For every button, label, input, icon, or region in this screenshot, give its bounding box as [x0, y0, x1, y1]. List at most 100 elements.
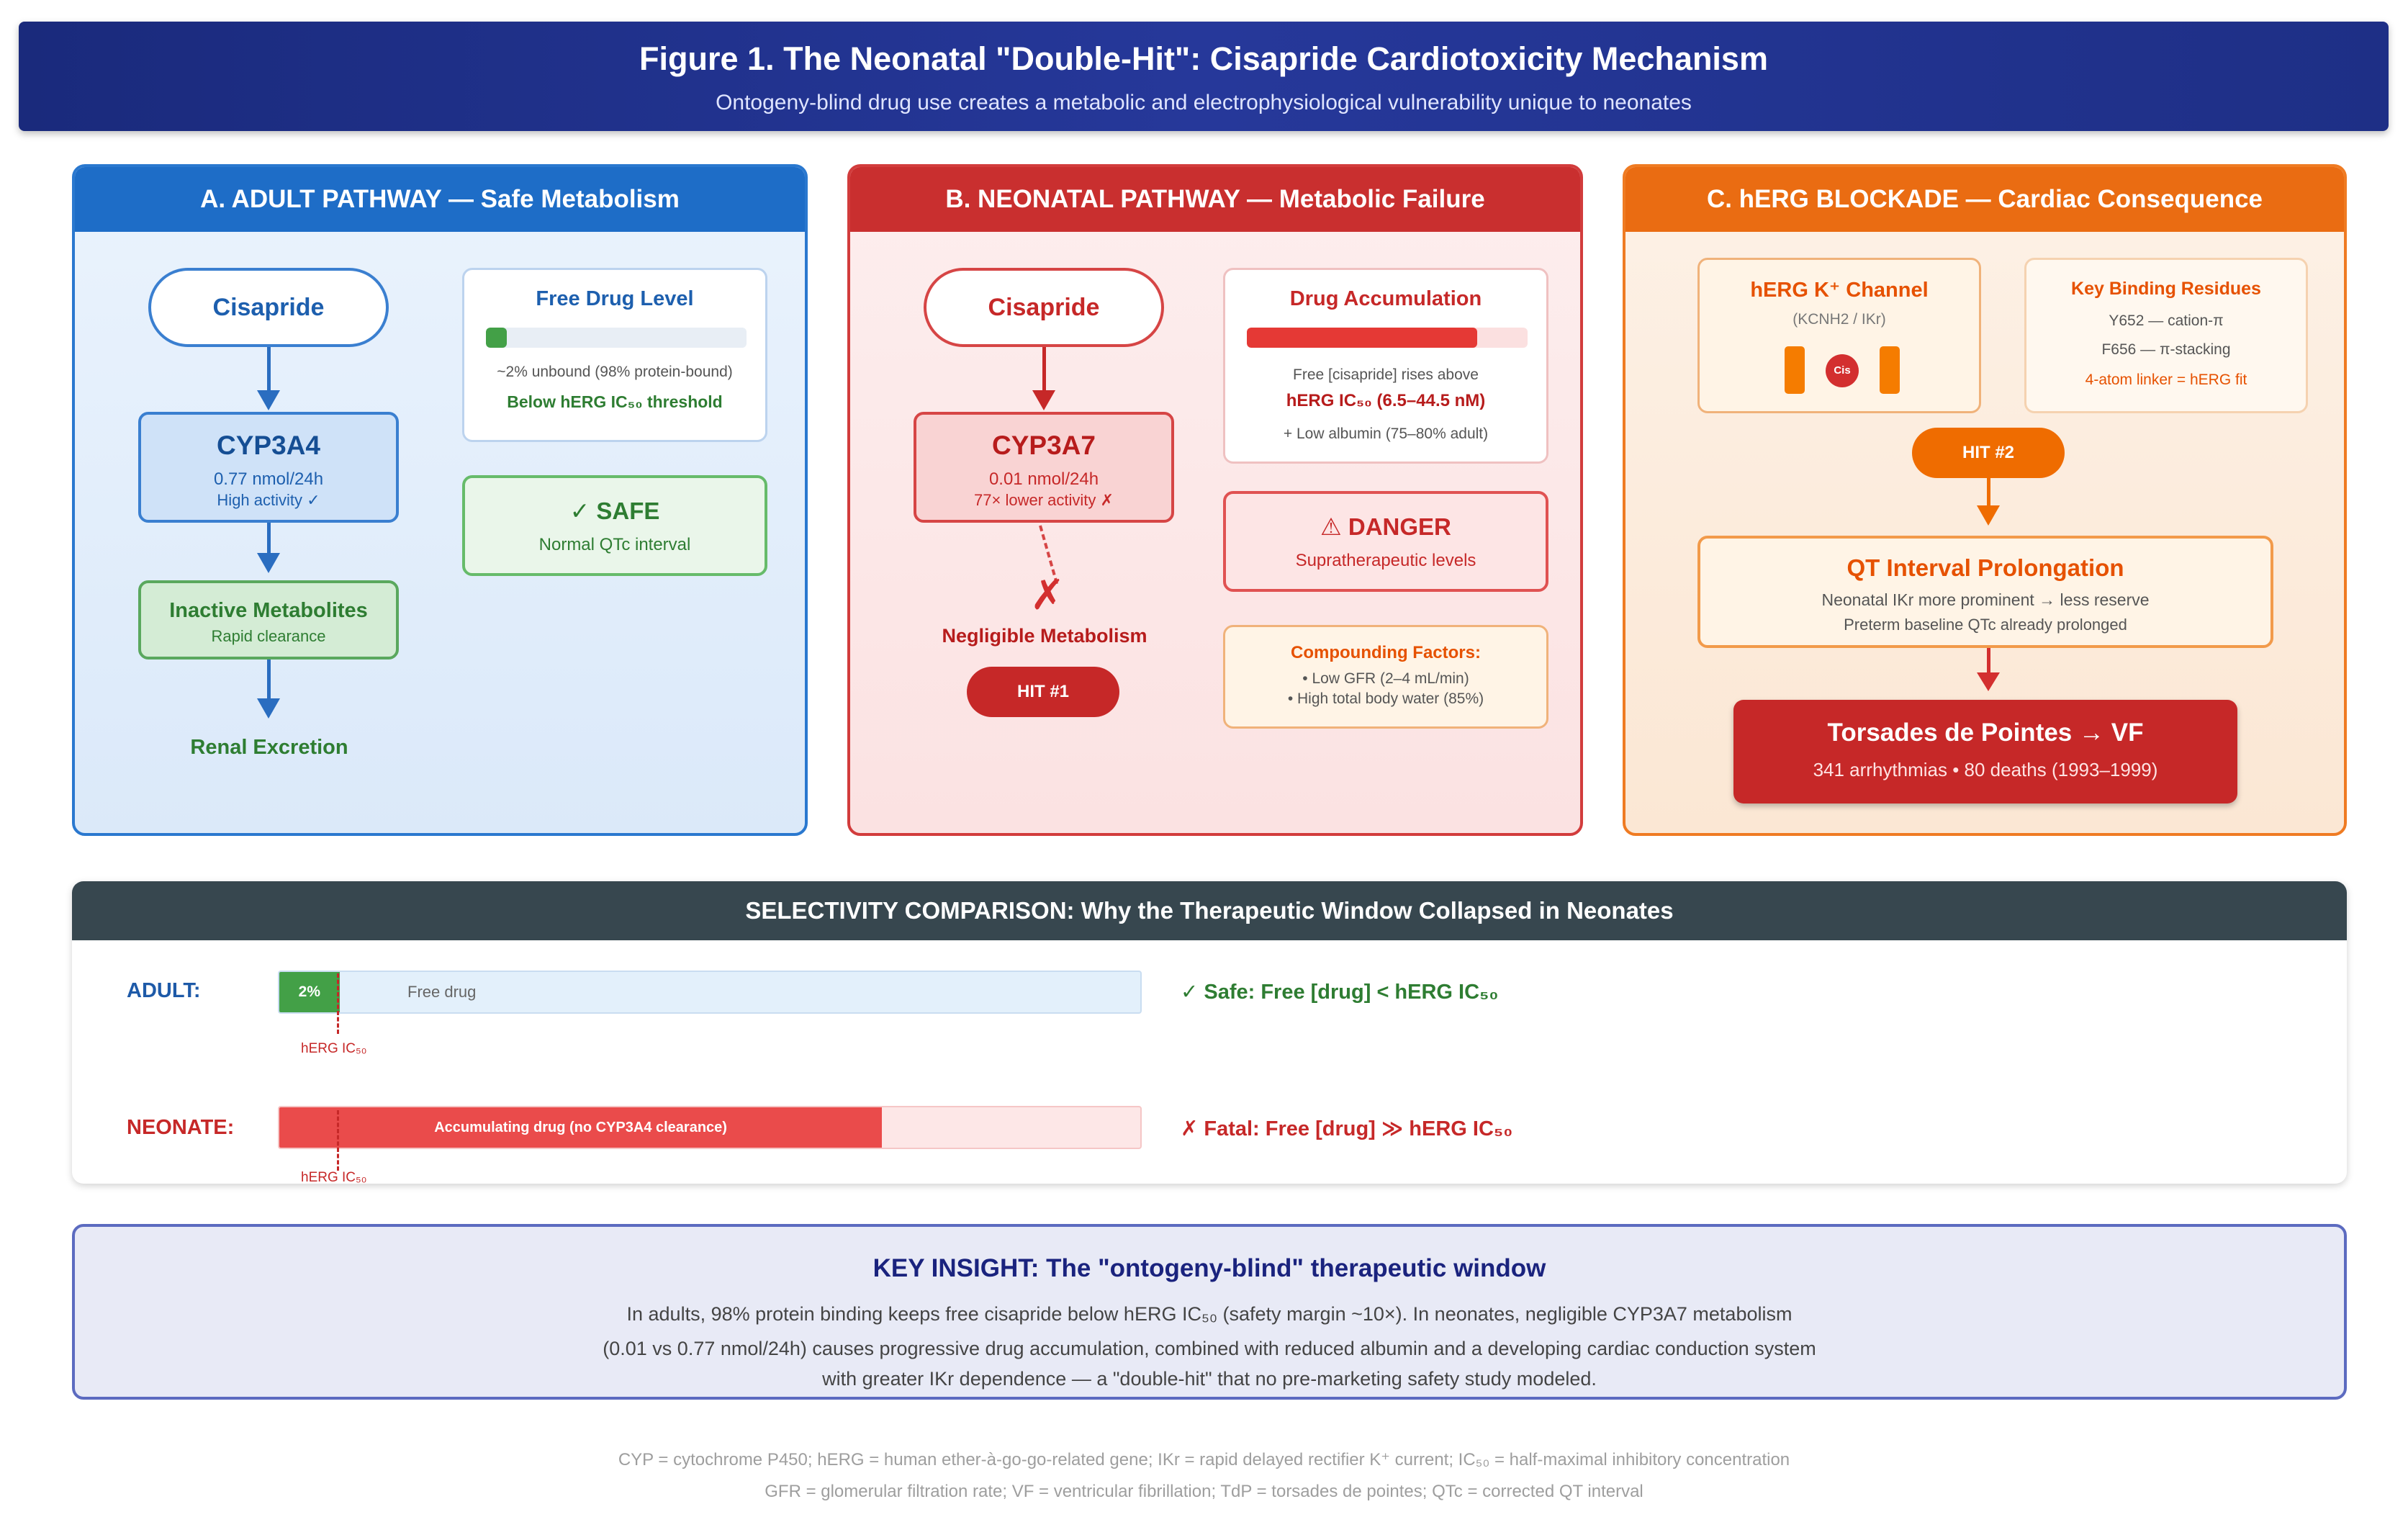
- comp-item-1: • Low GFR (2–4 mL/min): [1302, 670, 1469, 687]
- enzyme-name: CYP3A4: [217, 431, 320, 460]
- panel-neonatal-title: B. NEONATAL PATHWAY — Metabolic Failure: [850, 167, 1580, 232]
- metabolites-sub: Rapid clearance: [211, 627, 326, 645]
- free-drug-bar: [486, 328, 747, 348]
- renal-excretion-label: Renal Excretion: [190, 736, 348, 759]
- selectivity-title: SELECTIVITY COMPARISON: Why the Therapeu…: [72, 881, 2347, 940]
- qt-title: QT Interval Prolongation: [1846, 554, 2124, 581]
- selectivity-comparison: SELECTIVITY COMPARISON: Why the Therapeu…: [72, 881, 2347, 1184]
- free-drug-level-card: Free Drug Level ~2% unbound (98% protein…: [462, 268, 767, 442]
- danger-card: ⚠ DANGER Supratherapeutic levels: [1223, 491, 1548, 592]
- adult-free-label: Free drug: [407, 983, 477, 1001]
- qt-note-2: Preterm baseline QTc already prolonged: [1844, 616, 2127, 634]
- panel-adult-pathway: A. ADULT PATHWAY — Safe Metabolism Cisap…: [72, 164, 808, 836]
- accum-note-2: hERG IC₅₀ (6.5–44.5 nM): [1286, 391, 1486, 410]
- accum-bar: [1247, 328, 1528, 348]
- compounding-factors-card: Compounding Factors: • Low GFR (2–4 mL/m…: [1223, 625, 1548, 729]
- adult-row-label: ADULT:: [127, 979, 201, 1002]
- arrow-line: [267, 660, 271, 700]
- neonatal-cyp3a7-node: CYP3A7 0.01 nmol/24h 77× lower activity …: [914, 412, 1174, 523]
- arrow-down-icon: [257, 698, 280, 719]
- figure-title: Figure 1. The Neonatal "Double-Hit": Cis…: [639, 40, 1768, 77]
- insight-line-2: (0.01 vs 0.77 nmol/24h) causes progressi…: [603, 1338, 1816, 1359]
- cross-mark-icon: ✗: [1029, 572, 1065, 618]
- safe-sub: Normal QTc interval: [538, 535, 691, 554]
- channel-title: hERG K⁺ Channel: [1750, 279, 1929, 302]
- panel-herg-blockade: C. hERG BLOCKADE — Cardiac Consequence h…: [1623, 164, 2347, 836]
- footnote-line-2: GFR = glomerular filtration rate; VF = v…: [765, 1482, 1643, 1501]
- herg-channel-card: hERG K⁺ Channel (KCNH2 / IKr) Cis: [1697, 258, 1981, 413]
- free-drug-title: Free Drug Level: [536, 287, 694, 310]
- adult-ic50-marker: [337, 973, 339, 1034]
- torsades-card: Torsades de Pointes → VF 341 arrhythmias…: [1733, 700, 2237, 803]
- residue-1: Y652 — cation-π: [2109, 312, 2224, 329]
- accum-note-3: + Low albumin (75–80% adult): [1283, 426, 1489, 442]
- panel-neonatal-pathway: B. NEONATAL PATHWAY — Metabolic Failure …: [847, 164, 1583, 836]
- channel-sub: (KCNH2 / IKr): [1793, 311, 1886, 328]
- panel-herg-title: C. hERG BLOCKADE — Cardiac Consequence: [1625, 167, 2344, 232]
- binding-residues-card: Key Binding Residues Y652 — cation-π F65…: [2024, 258, 2308, 413]
- qt-note-1: Neonatal IKr more prominent → less reser…: [1821, 590, 2150, 609]
- qt-prolongation-card: QT Interval Prolongation Neonatal IKr mo…: [1697, 536, 2273, 648]
- insight-line-3: with greater IKr dependence — a "double-…: [822, 1368, 1597, 1390]
- comp-item-2: • High total body water (85%): [1287, 690, 1484, 707]
- residues-title: Key Binding Residues: [2071, 279, 2261, 299]
- arrow-line: [1987, 648, 1990, 674]
- comp-title: Compounding Factors:: [1291, 643, 1481, 662]
- neonate-bar-track: Accumulating drug (no CYP3A4 clearance): [278, 1106, 1142, 1149]
- negligible-metabolism-label: Negligible Metabolism: [942, 625, 1147, 647]
- arrow-line: [267, 523, 271, 554]
- neonatal-cisapride-node: Cisapride: [924, 268, 1164, 347]
- enzyme-activity: 77× lower activity ✗: [974, 491, 1114, 509]
- free-drug-note: ~2% unbound (98% protein-bound): [497, 364, 733, 380]
- safe-title: ✓ SAFE: [569, 498, 660, 524]
- arrow-line: [267, 347, 271, 392]
- arrow-down-icon: [257, 390, 280, 410]
- adult-metabolites-node: Inactive Metabolites Rapid clearance: [138, 580, 399, 660]
- accum-title: Drug Accumulation: [1289, 287, 1482, 310]
- arrow-line: [1987, 478, 1990, 507]
- neonate-verdict: ✗ Fatal: Free [drug] ≫ hERG IC₅₀: [1181, 1117, 1513, 1140]
- residue-2: F656 — π-stacking: [2101, 341, 2231, 358]
- neonate-ic50-marker: [337, 1110, 339, 1171]
- drug-molecule-icon: Cis: [1826, 354, 1859, 387]
- drug-accumulation-card: Drug Accumulation Free [cisapride] rises…: [1223, 268, 1548, 464]
- adult-bar-fill: 2%: [279, 972, 340, 1012]
- footnote-line-1: CYP = cytochrome P450; hERG = human ethe…: [618, 1450, 1790, 1469]
- adult-verdict: ✓ Safe: Free [drug] < hERG IC₅₀: [1181, 981, 1499, 1004]
- hit-2-badge: HIT #2: [1912, 428, 2065, 478]
- hit-1-badge: HIT #1: [967, 667, 1119, 717]
- neonate-row-label: NEONATE:: [127, 1116, 235, 1139]
- enzyme-name: CYP3A7: [992, 431, 1096, 460]
- enzyme-rate: 0.01 nmol/24h: [988, 469, 1099, 489]
- danger-sub: Supratherapeutic levels: [1295, 551, 1476, 570]
- free-drug-bar-fill: [486, 328, 507, 348]
- neonate-ic50-label: hERG IC₅₀: [301, 1170, 367, 1184]
- insight-title: KEY INSIGHT: The "ontogeny-blind" therap…: [872, 1254, 1546, 1282]
- tdp-title: Torsades de Pointes → VF: [1827, 719, 2144, 747]
- metabolites-name: Inactive Metabolites: [169, 599, 368, 622]
- free-drug-threshold: Below hERG IC₅₀ threshold: [507, 392, 723, 411]
- key-insight-box: KEY INSIGHT: The "ontogeny-blind" therap…: [72, 1224, 2347, 1400]
- adult-ic50-label: hERG IC₅₀: [301, 1041, 367, 1056]
- arrow-down-icon: [1977, 672, 2000, 691]
- arrow-down-icon: [257, 553, 280, 573]
- enzyme-rate: 0.77 nmol/24h: [213, 469, 324, 489]
- danger-title: ⚠ DANGER: [1320, 513, 1451, 540]
- enzyme-activity: High activity ✓: [217, 491, 320, 509]
- arrow-down-icon: [1032, 390, 1055, 410]
- figure-subtitle: Ontogeny-blind drug use creates a metabo…: [716, 91, 1692, 114]
- channel-subunit-left: [1785, 346, 1805, 394]
- channel-subunit-right: [1880, 346, 1900, 394]
- arrow-down-icon: [1977, 505, 2000, 526]
- accum-bar-fill: [1247, 328, 1477, 348]
- safe-card: ✓ SAFE Normal QTc interval: [462, 475, 767, 576]
- adult-cisapride-node: Cisapride: [148, 268, 389, 347]
- tdp-sub: 341 arrhythmias • 80 deaths (1993–1999): [1813, 759, 2158, 780]
- panel-adult-title: A. ADULT PATHWAY — Safe Metabolism: [75, 167, 805, 232]
- accum-note-1: Free [cisapride] rises above: [1293, 366, 1479, 383]
- residue-3: 4-atom linker = hERG fit: [2085, 372, 2247, 388]
- adult-bar-track: 2% Free drug: [278, 971, 1142, 1014]
- abbreviations-footnote: CYP = cytochrome P450; hERG = human ethe…: [0, 1444, 2408, 1508]
- neonate-bar-fill: Accumulating drug (no CYP3A4 clearance): [279, 1107, 883, 1148]
- arrow-line: [1042, 347, 1046, 392]
